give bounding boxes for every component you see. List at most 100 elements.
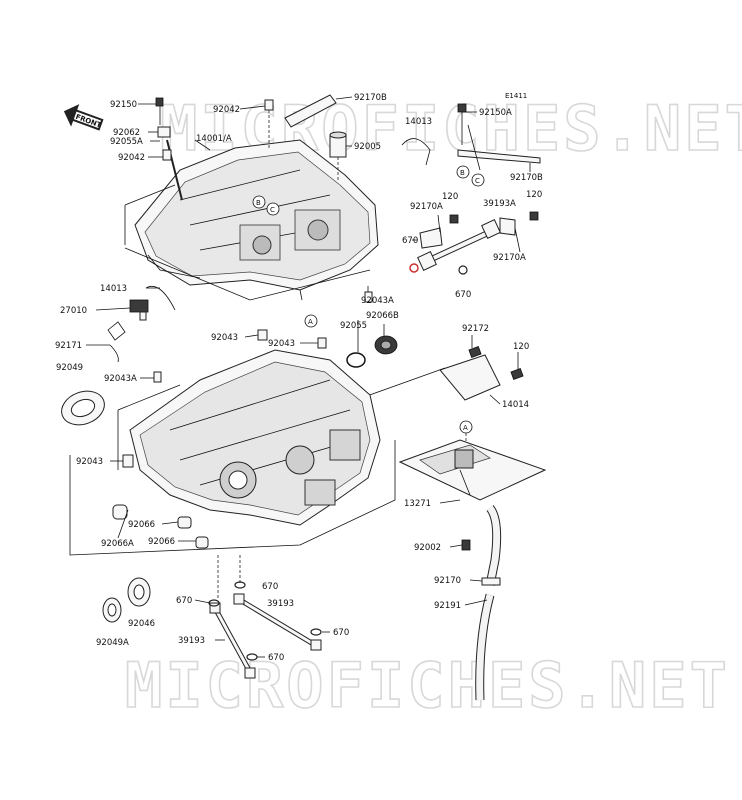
callout-a-mid: A [304,314,318,328]
leader-lines [86,96,531,658]
hose-92191 [475,593,495,701]
clamp-92171 [107,321,126,363]
cover-14014 [439,354,501,401]
label-92049: 92049 [56,363,83,373]
strainer-13271 [398,439,547,501]
svg-text:B: B [460,169,465,177]
label-92150a: 92150A [479,108,512,118]
lower-crankcase [129,349,381,526]
label-92170b-top: 92170B [354,93,387,103]
clip-14013-left [145,285,176,311]
collar-92005 [329,131,347,158]
label-39193: 39193 [267,599,294,609]
label-92005: 92005 [354,142,381,152]
label-92170: 92170 [434,576,461,586]
watermark-bottom: MICROFICHES.NET [125,649,730,722]
label-13271: 13271 [404,499,431,509]
label-92042-top: 92042 [213,105,240,115]
washer-92049a [102,597,122,623]
callout-c-right: C [471,173,485,187]
svg-text:A: A [463,424,468,432]
label-92150: 92150 [110,100,137,110]
hose-pipe [485,505,502,586]
svg-text:B: B [256,199,261,207]
label-92043-a: 92043 [211,333,238,343]
label-670-e: 670 [333,628,349,638]
dowel-92043-a [257,329,268,341]
label-92043a-mid: 92043A [104,374,137,384]
bolt-120-a [449,214,459,224]
label-670-f: 670 [268,653,284,663]
bushing-92066-low [195,536,209,549]
label-92066-low: 92066 [148,537,175,547]
label-92172: 92172 [462,324,489,334]
label-39193a: 39193A [483,199,516,209]
label-92049a: 92049A [96,638,129,648]
plug-92066b [374,335,398,355]
reference-code: E1411 [505,92,527,100]
label-92170b-right: 92170B [510,173,543,183]
bolt-92172 [468,346,482,358]
label-39193-low: 39193 [178,636,205,646]
label-670-c: 670 [262,582,278,592]
washer-92062 [157,126,171,138]
upper-case-outline [124,184,371,301]
label-14013-top: 14013 [405,117,432,127]
bracket-92170a-right [499,217,516,236]
bolt-120-c [510,368,524,380]
bracket-92170b-right [457,149,541,164]
label-14014: 14014 [502,400,529,410]
label-92191: 92191 [434,601,461,611]
callout-b-right: B [456,165,470,179]
lower-case-outline [69,384,396,556]
plate-92170b-top [284,94,337,128]
label-92043-b: 92043 [268,339,295,349]
bolt-92150a [457,103,467,145]
label-92171: 92171 [55,341,82,351]
oil-pipe-39193 [233,593,322,651]
label-670-b: 670 [455,290,471,300]
bearing-92046 [127,577,151,607]
label-92066a: 92066A [101,539,134,549]
callout-c-upper: C [266,202,280,216]
label-92042-left: 92042 [118,153,145,163]
callout-a-lower: A [459,420,473,434]
dowel-92043-left [122,454,134,468]
o-ring-92055 [346,352,366,368]
label-120-b: 120 [526,190,542,200]
label-92046: 92046 [128,619,155,629]
o-ring-670-e [310,628,322,636]
label-92066: 92066 [128,520,155,530]
svg-text:C: C [270,206,275,214]
label-120-a: 120 [442,192,458,202]
clip-14013-top [401,138,431,166]
oil-pipe-39193-low [209,602,256,679]
bushing-92066 [177,516,192,529]
label-92043-left: 92043 [76,457,103,467]
dowel-92042-top [264,99,274,111]
svg-text:A: A [308,318,313,326]
label-670-d: 670 [176,596,192,606]
bolt-92150 [155,97,164,125]
label-27010: 27010 [60,306,87,316]
label-92055a: 92055A [110,137,143,147]
oil-seal-92049 [61,390,105,426]
label-14001a: 14001/A [196,134,232,144]
label-14013-left: 14013 [100,284,127,294]
bolt-92002 [461,539,471,551]
switch-27010 [129,299,149,321]
oil-pipe-39193a [417,219,501,271]
clamp-92170 [481,577,501,586]
label-120-c: 120 [513,342,529,352]
dowel-92043a-top [364,291,373,303]
bushing-92066a [112,504,128,520]
front-arrow-icon: FRONT [63,104,104,131]
o-ring-670-a [409,263,419,273]
label-92062: 92062 [113,128,140,138]
dowel-92042-left [162,149,172,161]
label-92066b: 92066B [366,311,399,321]
callout-b-upper: B [252,195,266,209]
upper-crankcase [134,139,379,301]
